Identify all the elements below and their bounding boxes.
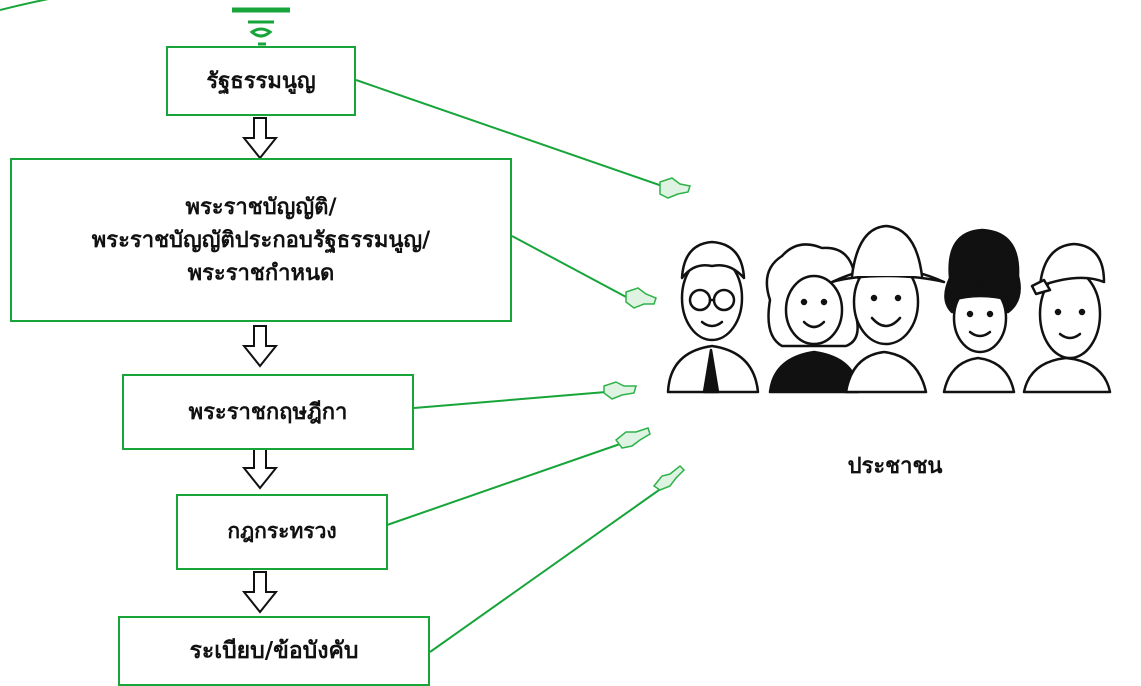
hollow-down-arrow-icon: [241, 325, 279, 368]
emblem-icon: [232, 7, 290, 46]
pointing-hand-icon: [603, 381, 637, 400]
box-label-line: พระราชกำหนด: [187, 260, 335, 286]
hollow-down-arrow-icon: [241, 117, 279, 160]
pointing-hand-icon: [659, 177, 691, 199]
pointing-hand-icon: [614, 427, 651, 449]
decorative-curve: [0, 0, 49, 11]
box-rules-bylaws: ระเบียบ/ข้อบังคับ: [118, 616, 430, 686]
pointing-hand-icon: [625, 287, 657, 309]
box-label: ระเบียบ/ข้อบังคับ: [189, 637, 359, 664]
people-label: ประชาชน: [847, 454, 943, 479]
box-ministerial-regulation: กฎกระทรวง: [176, 494, 388, 570]
group-of-people-illustration: [666, 224, 1112, 394]
box-royal-decree: พระราชกฤษฎีกา: [122, 374, 414, 450]
pointing-hand-icon: [652, 464, 686, 491]
box-label-line: พระราชบัญญัติ/: [185, 194, 337, 220]
box-label: กฎกระทรวง: [227, 519, 337, 544]
hollow-down-arrow-icon: [241, 571, 279, 614]
hollow-down-arrow-icon: [241, 447, 279, 490]
box-label: พระราชกฤษฎีกา: [188, 399, 348, 425]
box-label-line: พระราชบัญญัติประกอบรัฐธรรมนูญ/: [91, 227, 431, 253]
box-label: พระราชบัญญัติ/ พระราชบัญญัติประกอบรัฐธรร…: [92, 191, 430, 290]
box-acts: พระราชบัญญัติ/ พระราชบัญญัติประกอบรัฐธรร…: [10, 158, 512, 322]
connector-lines: [355, 79, 677, 653]
box-label: รัฐธรรมนูญ: [206, 68, 316, 94]
box-constitution: รัฐธรรมนูญ: [166, 46, 356, 116]
